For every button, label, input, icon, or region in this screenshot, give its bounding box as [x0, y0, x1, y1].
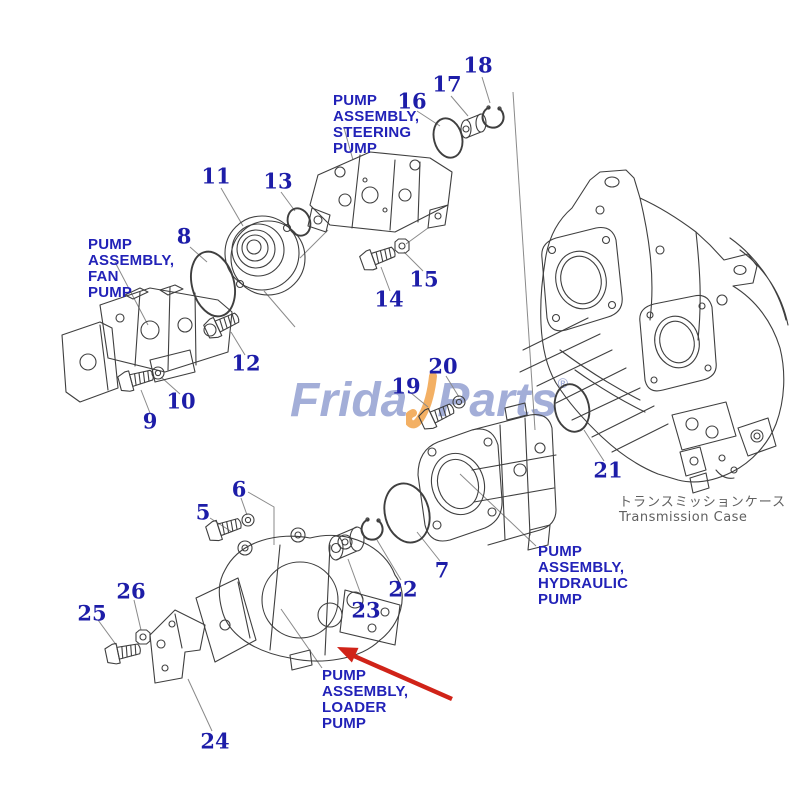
transmission-case-drawing [519, 169, 789, 494]
hydraulic-pump-drawing [417, 402, 557, 551]
watermark-text-frida: Frida [290, 374, 408, 427]
fan-pump-drawing [61, 284, 233, 403]
transmission-case-label-en: Transmission Case [619, 510, 748, 525]
red-arrow [337, 647, 453, 702]
fasteners-drawing [103, 104, 505, 667]
coupling-disc-drawing [224, 215, 306, 296]
o-rings-drawing [190, 117, 591, 544]
bushing-17-drawing [460, 113, 487, 139]
bushing-23-drawing [328, 526, 365, 561]
mounting-bracket-drawing [149, 609, 206, 684]
watermark-y-swoosh-icon [406, 372, 438, 429]
watermark-registered-mark: ® [557, 375, 568, 391]
steering-pump-drawing [307, 151, 453, 233]
leader-lines [97, 76, 605, 732]
transmission-case-label: トランスミッションケース Transmission Case [619, 495, 786, 525]
transmission-case-label-jp: トランスミッションケース [619, 495, 787, 510]
loader-pump-drawing [195, 527, 403, 671]
